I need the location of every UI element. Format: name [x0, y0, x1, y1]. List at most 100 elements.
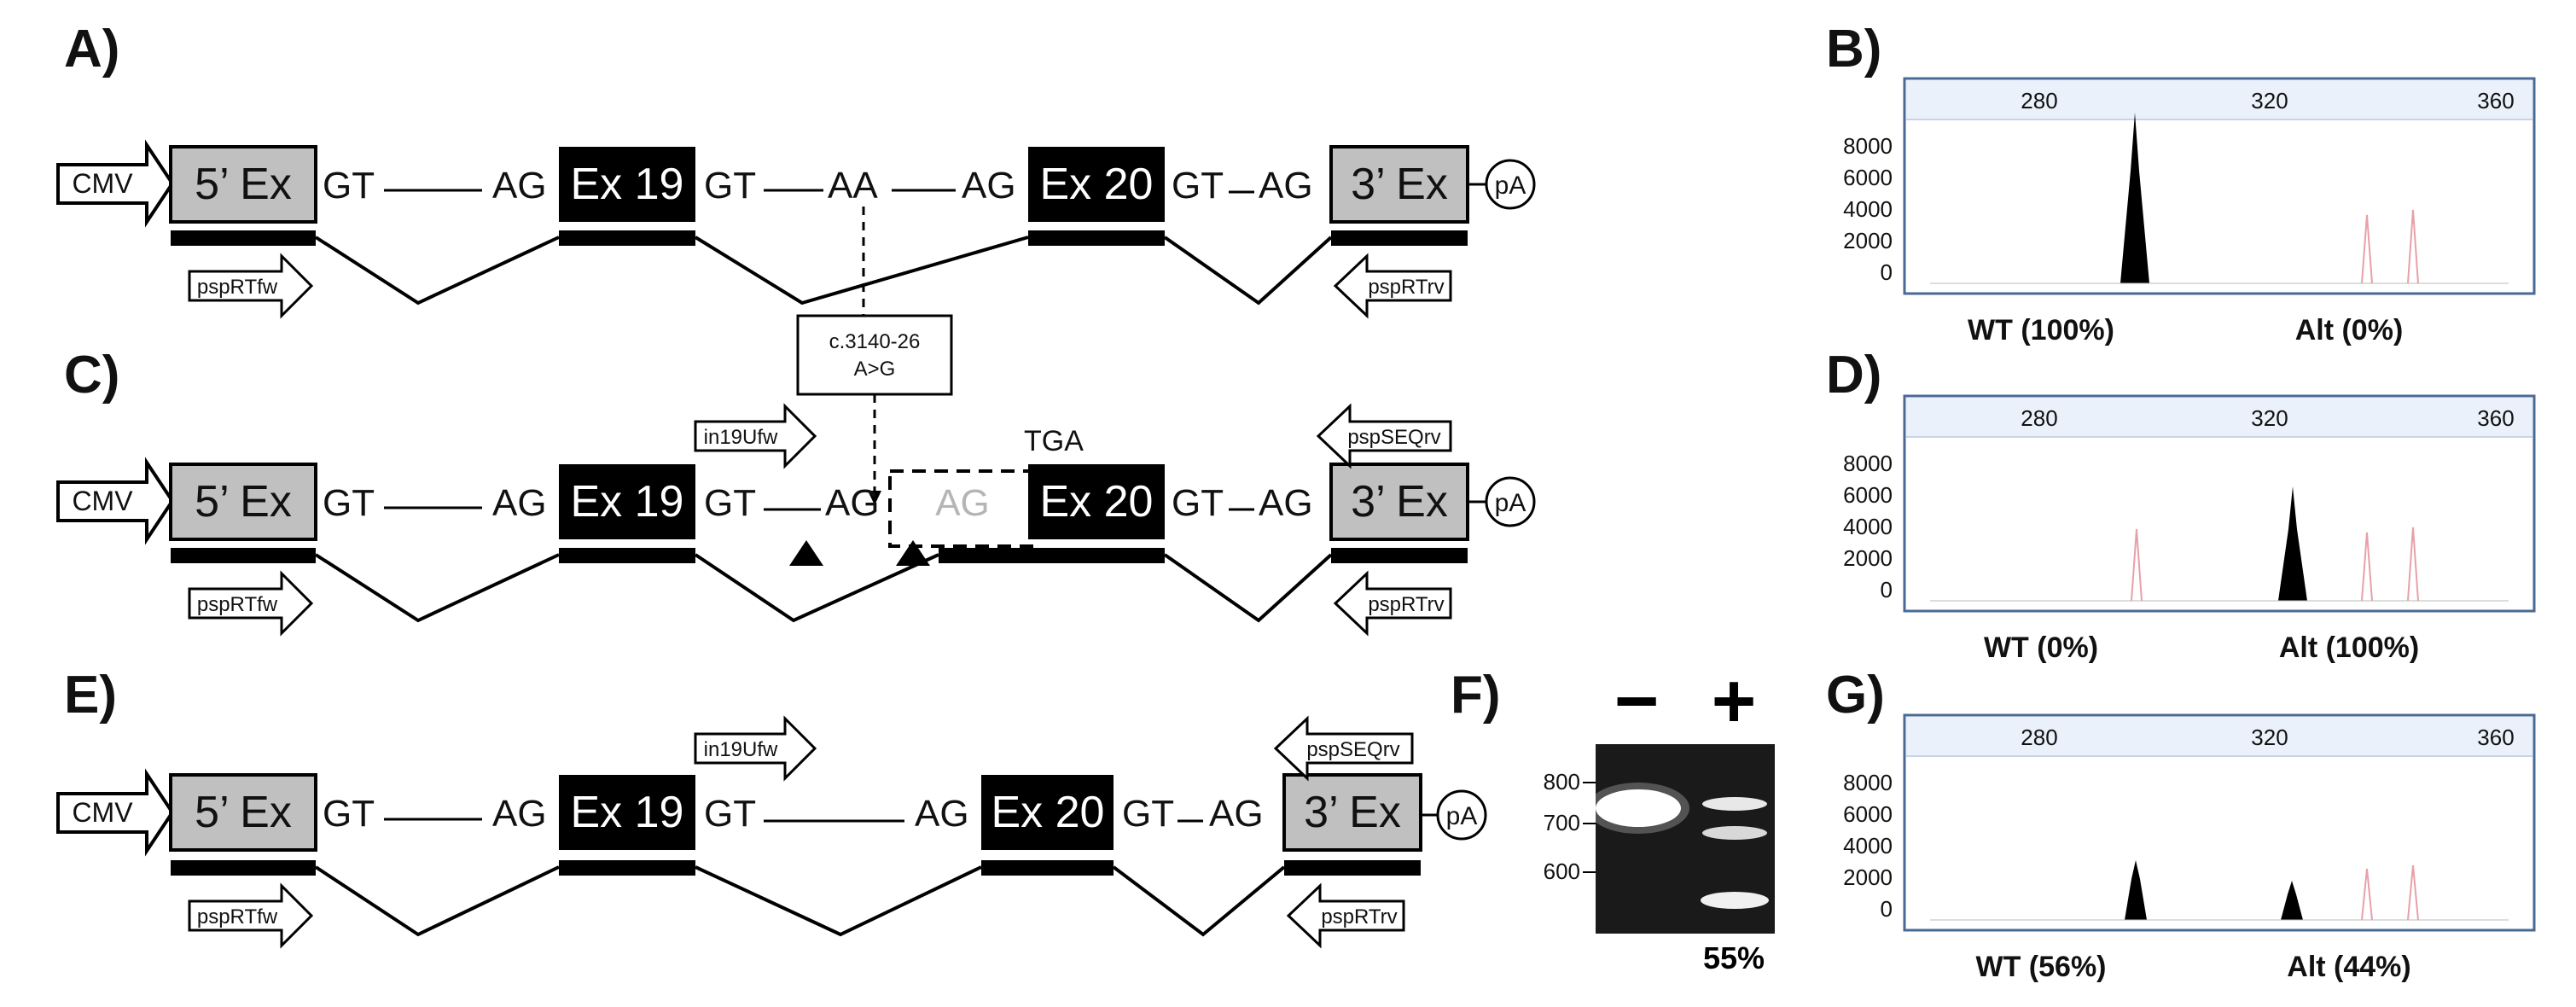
lane-plus-label: + — [1712, 659, 1757, 744]
x-tick: 320 — [2251, 725, 2288, 750]
primer-label: pspRTrv — [1321, 905, 1397, 928]
mutation-box — [796, 314, 953, 396]
primer-pspRTfw-arrow: pspRTfw — [188, 253, 314, 319]
y-tick: 6000 — [1843, 482, 1893, 508]
primer-label: pspRTrv — [1368, 593, 1444, 616]
gt-label: GT — [704, 165, 756, 207]
cmv-promoter-arrow: CMV — [56, 139, 175, 228]
peak-faint — [2407, 527, 2419, 602]
exon-20-label: Ex 20 — [991, 788, 1105, 837]
exon-19-label: Ex 19 — [571, 788, 684, 837]
exon-5-box — [169, 463, 317, 541]
exon-3-label: 3’ Ex — [1351, 160, 1448, 209]
gt-label: GT — [1172, 482, 1224, 524]
y-tick: 8000 — [1843, 451, 1893, 476]
panel-letter-f: F) — [1451, 666, 1501, 725]
panel-f: F) − + 800 700 600 55% — [1451, 659, 1775, 975]
panel-g: G) 280 320 360 8000 6000 4000 2000 0 WT … — [1826, 666, 2536, 983]
x-tick: 320 — [2251, 405, 2288, 431]
mutation-line2: A>G — [854, 358, 896, 381]
exon-bar — [1028, 230, 1165, 246]
percent-label: 55% — [1703, 940, 1765, 975]
y-tick: 4000 — [1843, 833, 1893, 859]
polya-label: pA — [1495, 172, 1526, 200]
exon-20-box — [1028, 464, 1165, 539]
primer-label: pspSEQrv — [1306, 738, 1399, 761]
gt-label: GT — [323, 793, 375, 835]
gt-label: GT — [704, 793, 756, 835]
exon-20-box — [981, 775, 1114, 850]
aa-label: AA — [828, 165, 878, 207]
y-tick: 2000 — [1843, 864, 1893, 890]
ag-label-new: AG — [825, 482, 880, 524]
tga-label: TGA — [1024, 425, 1084, 457]
y-tick: 8000 — [1843, 133, 1893, 159]
primer-label: pspRTfw — [197, 276, 278, 299]
primer-pspSEQrv-arrow: pspSEQrv — [1316, 403, 1452, 469]
size-marker: 600 — [1544, 859, 1580, 884]
x-tick: 320 — [2251, 88, 2288, 114]
primer-pspRTfw-arrow: pspRTfw — [188, 882, 314, 949]
primer-pspSEQrv-arrow: pspSEQrv — [1273, 715, 1414, 782]
peak-faint — [2361, 214, 2373, 284]
size-marker: 700 — [1544, 810, 1580, 835]
exon-5-label: 5’ Ex — [195, 160, 292, 209]
exon-5-label: 5’ Ex — [195, 788, 292, 837]
polya-signal — [1485, 159, 1536, 210]
exon-19-label: Ex 19 — [571, 160, 684, 209]
panel-b: B) 280 320 360 8000 6000 4000 2000 0 WT … — [1826, 20, 2536, 346]
wt-caption: WT (0%) — [1984, 632, 2098, 664]
cmv-label: CMV — [72, 486, 133, 516]
exon-3-label: 3’ Ex — [1351, 477, 1448, 527]
size-marker: 800 — [1544, 769, 1580, 795]
panel-letter-d: D) — [1826, 346, 1881, 405]
peak-faint — [2131, 528, 2143, 602]
cmv-label: CMV — [72, 797, 133, 828]
panel-d: D) 280 320 360 8000 6000 4000 2000 0 WT … — [1826, 346, 2536, 664]
x-tick: 360 — [2477, 88, 2514, 114]
polya-label: pA — [1446, 802, 1478, 830]
wt-caption: WT (56%) — [1976, 951, 2107, 983]
peak-alt — [2281, 881, 2303, 920]
primer-label: in19Ufw — [704, 738, 778, 761]
primer-pspRTrv-arrow: pspRTrv — [1333, 253, 1452, 319]
primer-label: pspRTfw — [197, 905, 278, 928]
gel-band — [1702, 826, 1767, 840]
exon-bar — [559, 230, 695, 246]
branch-point-triangle — [896, 540, 930, 566]
gel-band — [1702, 797, 1767, 811]
panel-letter-e: E) — [64, 666, 117, 725]
ag-label: AG — [1209, 793, 1264, 835]
y-tick: 6000 — [1843, 801, 1893, 827]
ag-label: AG — [492, 482, 547, 524]
primer-label: pspRTrv — [1368, 276, 1444, 299]
primer-label: pspSEQrv — [1347, 426, 1440, 449]
x-tick: 360 — [2477, 405, 2514, 431]
y-tick: 0 — [1881, 896, 1893, 922]
exon-19-label: Ex 19 — [571, 477, 684, 527]
x-tick: 280 — [2021, 725, 2057, 750]
alt-caption: Alt (44%) — [2287, 951, 2410, 983]
gt-label: GT — [1172, 165, 1224, 207]
gt-label: GT — [704, 482, 756, 524]
y-tick: 6000 — [1843, 165, 1893, 190]
exon-3-label: 3’ Ex — [1304, 788, 1401, 837]
polya-label: pA — [1495, 489, 1526, 517]
primer-label: pspRTfw — [197, 593, 278, 616]
primer-in19Ufw-arrow: in19Ufw — [694, 715, 817, 782]
exon-19-box — [559, 147, 695, 222]
exon-bar — [171, 230, 316, 246]
extended-exon-bar — [939, 548, 1165, 563]
gt-label: GT — [323, 165, 375, 207]
splice-junction — [314, 236, 560, 306]
x-tick: 280 — [2021, 88, 2057, 114]
cmv-promoter-arrow: CMV — [56, 457, 175, 545]
panel-letter-b: B) — [1826, 20, 1881, 79]
ag-label-skipped: AG — [935, 482, 990, 524]
peak-faint — [2407, 209, 2419, 284]
ag-label: AG — [962, 165, 1016, 207]
exon-5-box — [169, 773, 317, 852]
exon-3-box — [1329, 463, 1469, 541]
exon-5-box — [169, 145, 317, 224]
